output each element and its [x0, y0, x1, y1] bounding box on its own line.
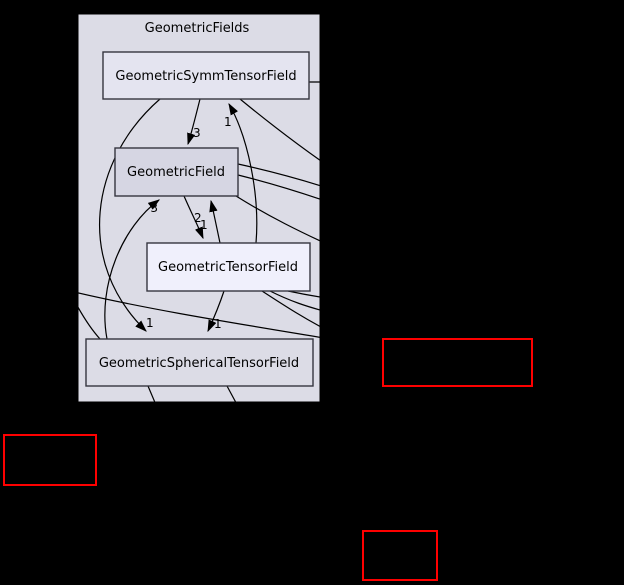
- edge-symmtensorfield-to-field: [187, 98, 201, 146]
- edge-count-label[interactable]: 3: [193, 126, 201, 140]
- node-box[interactable]: [85, 338, 314, 387]
- node-geometrictensorfield[interactable]: GeometricTensorField: [146, 242, 311, 292]
- external-node-right[interactable]: [382, 338, 533, 387]
- edge-count-label[interactable]: 1: [214, 317, 222, 331]
- external-edge-segment: [235, 195, 320, 242]
- external-edge-segment: [237, 163, 320, 187]
- external-node-bottom-center[interactable]: [362, 530, 438, 581]
- node-label[interactable]: GeometricField: [127, 165, 225, 180]
- node-geometricsymmtensorfield[interactable]: GeometricSymmTensorField: [102, 51, 310, 100]
- external-nodes-layer: [3, 338, 533, 581]
- node-label[interactable]: GeometricSymmTensorField: [115, 69, 296, 84]
- node-box[interactable]: [102, 51, 310, 100]
- node-label[interactable]: GeometricSphericalTensorField: [99, 356, 299, 371]
- node-box[interactable]: [146, 242, 311, 292]
- edges-layer: [78, 81, 320, 402]
- edge-count-label[interactable]: 3: [150, 201, 158, 215]
- node-geometricfield[interactable]: GeometricField: [114, 147, 239, 197]
- node-label[interactable]: GeometricTensorField: [158, 260, 298, 275]
- edge-tensorfield-to-symmtensorfield: [228, 102, 258, 244]
- external-edge-segment: [287, 290, 320, 298]
- edge-count-label[interactable]: 1: [146, 316, 154, 330]
- external-edge-segment: [261, 290, 320, 328]
- edge-count-label[interactable]: 1: [224, 115, 232, 129]
- external-node-bottom-left[interactable]: [3, 434, 97, 486]
- edge-field-to-tensorfield: [183, 195, 204, 240]
- edge-sphericaltensorfield-to-field: [104, 199, 160, 340]
- edge-tensorfield-to-sphericaltensorfield: [207, 290, 225, 333]
- external-edge-segment: [237, 174, 320, 200]
- external-edge-segment: [147, 385, 156, 402]
- external-edge-segment: [78, 306, 101, 340]
- edge-count-label[interactable]: 1: [200, 218, 208, 232]
- node-box[interactable]: [114, 147, 239, 197]
- node-geometricsphericaltensorfield[interactable]: GeometricSphericalTensorField: [85, 338, 314, 387]
- cluster-title[interactable]: GeometricFields: [145, 21, 250, 36]
- edge-tensorfield-to-field: [209, 199, 221, 244]
- external-edge-segment: [78, 292, 320, 338]
- external-edge-segment: [226, 385, 237, 402]
- external-edge-segment: [269, 290, 320, 311]
- edge-labels-layer: 3 1 3 2 1 1 1: [146, 115, 232, 331]
- edge-count-label[interactable]: 2: [194, 211, 202, 225]
- external-edge-segment: [239, 98, 320, 162]
